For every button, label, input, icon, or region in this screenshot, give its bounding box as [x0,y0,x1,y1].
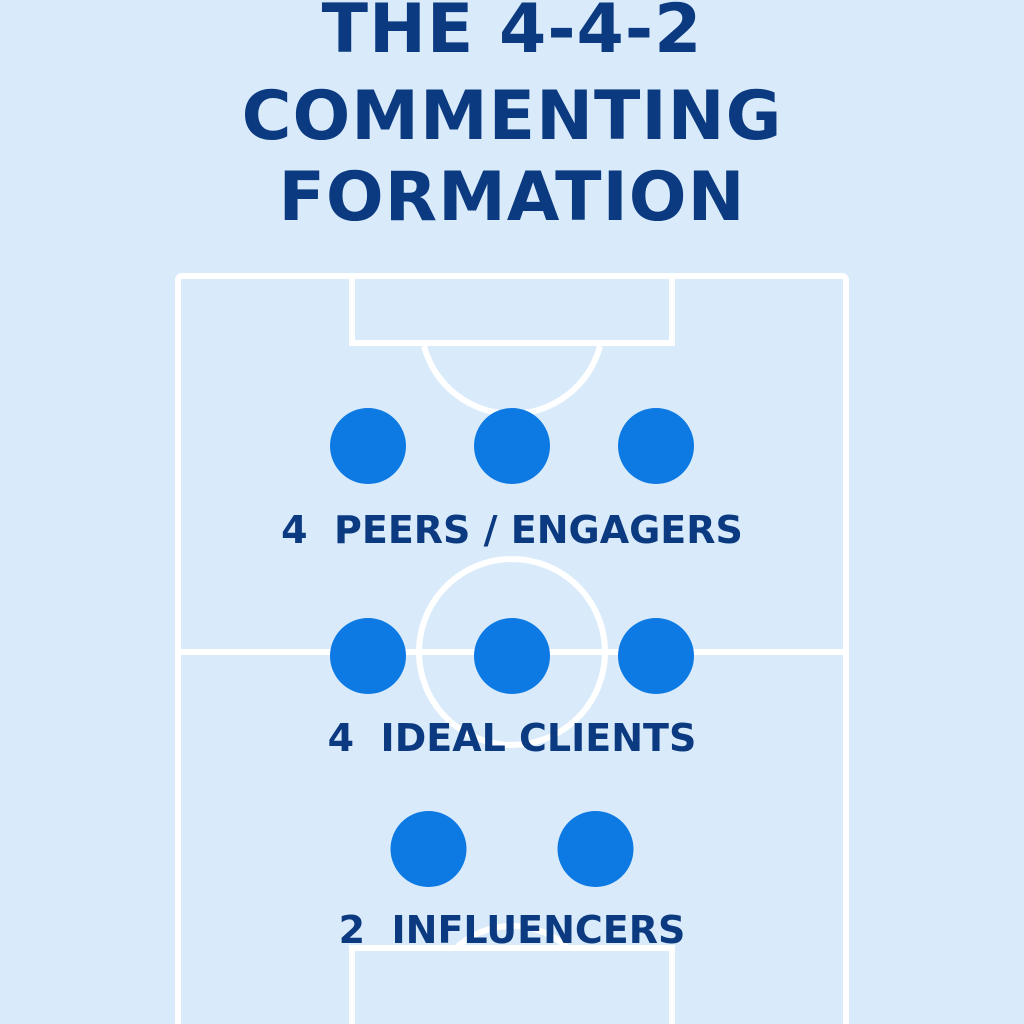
player-dot-ideal-clients-2 [474,618,550,694]
center-circle [416,556,608,748]
title-line-2: COMMENTING [241,77,783,156]
player-dot-peers-engagers-1 [330,408,406,484]
title-line-3: FORMATION [278,158,746,237]
row-label-ideal-clients: 4 IDEAL CLIENTS [327,716,697,760]
player-dot-influencers-1 [390,811,467,887]
player-dot-peers-engagers-3 [618,408,694,484]
top-penalty-arc [421,345,603,417]
row-label-peers-engagers: 4 PEERS / ENGAGERS [281,508,743,552]
player-dot-ideal-clients-3 [618,618,694,694]
bottom-penalty-box [349,945,675,1024]
player-dot-peers-engagers-2 [474,408,550,484]
player-dots [330,408,694,887]
row-label-influencers: 2 INFLUENCERS [338,908,686,952]
bottom-penalty-arc [453,922,571,951]
title-line-1: THE 4-4-2 [321,0,703,69]
player-dot-ideal-clients-1 [330,618,406,694]
pitch-boundary [175,273,849,1024]
top-penalty-box [349,276,675,346]
player-dot-influencers-2 [557,811,634,887]
